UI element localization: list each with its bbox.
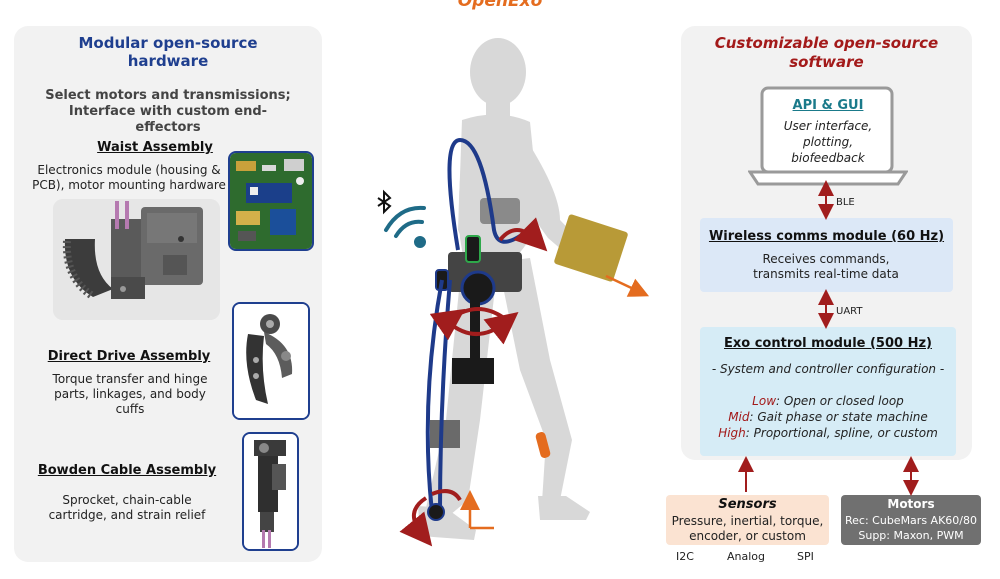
direct-drive-image xyxy=(232,302,310,420)
hardware-subtitle: Select motors and transmissions; Interfa… xyxy=(45,88,291,135)
exo-control-subtitle: - System and controller configuration - xyxy=(711,362,945,376)
waist-assembly-desc: Electronics module (housing & PCB), moto… xyxy=(32,163,226,192)
interface-analog: Analog xyxy=(727,550,766,563)
api-gui-desc: User interface, plotting, biofeedback xyxy=(783,119,873,165)
wireless-comms-desc: Receives commands, transmits real-time d… xyxy=(753,252,899,281)
direct-drive-title: Direct Drive Assembly xyxy=(47,349,211,364)
bluetooth-icon xyxy=(377,189,392,215)
bowden-cable-title: Bowden Cable Assembly xyxy=(37,463,217,478)
motors-box xyxy=(841,495,981,545)
wifi-icon xyxy=(384,205,426,248)
api-gui-title[interactable]: API & GUI xyxy=(792,98,864,113)
motors-title: Motors xyxy=(887,497,935,511)
sensors-desc: Pressure, inertial, torque, encoder, or … xyxy=(671,514,824,543)
exo-control-title: Exo control module (500 Hz) xyxy=(724,336,932,351)
control-level-low: Low: Open or closed loop xyxy=(752,394,904,408)
tablet-device xyxy=(554,214,628,282)
interface-spi: SPI xyxy=(797,550,814,563)
tablet-arrow xyxy=(605,274,650,297)
sensors-title: Sensors xyxy=(718,497,777,512)
control-level-high: High: Proportional, spline, or custom xyxy=(718,426,938,440)
sensors-box xyxy=(666,495,829,545)
wireless-comms-module xyxy=(700,218,953,292)
waist-assembly-image xyxy=(53,199,220,320)
wireless-comms-title: Wireless comms module (60 Hz) xyxy=(708,229,945,244)
bowden-cable-image xyxy=(242,432,299,551)
motors-line-1: Rec: CubeMars AK60/80 xyxy=(845,514,977,527)
direct-drive-desc: Torque transfer and hinge parts, linkage… xyxy=(52,372,208,416)
hardware-title: Modular open-source hardware xyxy=(78,34,258,70)
ble-label: BLE xyxy=(836,197,855,208)
diagram-title: OpenExo xyxy=(457,0,543,11)
waist-assembly-title: Waist Assembly xyxy=(97,140,213,155)
exo-control-module xyxy=(700,327,956,456)
interface-i2c: I2C xyxy=(676,550,694,563)
software-title: Customizable open-source software xyxy=(714,34,939,71)
laptop-icon xyxy=(748,86,908,186)
uart-label: UART xyxy=(836,306,863,317)
pcb-image xyxy=(228,151,314,251)
exo-device xyxy=(425,137,551,530)
motors-line-2: Supp: Maxon, PWM xyxy=(858,529,964,542)
rotation-arrows xyxy=(399,217,548,547)
human-figure xyxy=(418,38,600,540)
bowden-cable-desc: Sprocket, chain-cable cartridge, and str… xyxy=(48,493,206,522)
control-level-mid: Mid: Gait phase or state machine xyxy=(728,410,928,424)
